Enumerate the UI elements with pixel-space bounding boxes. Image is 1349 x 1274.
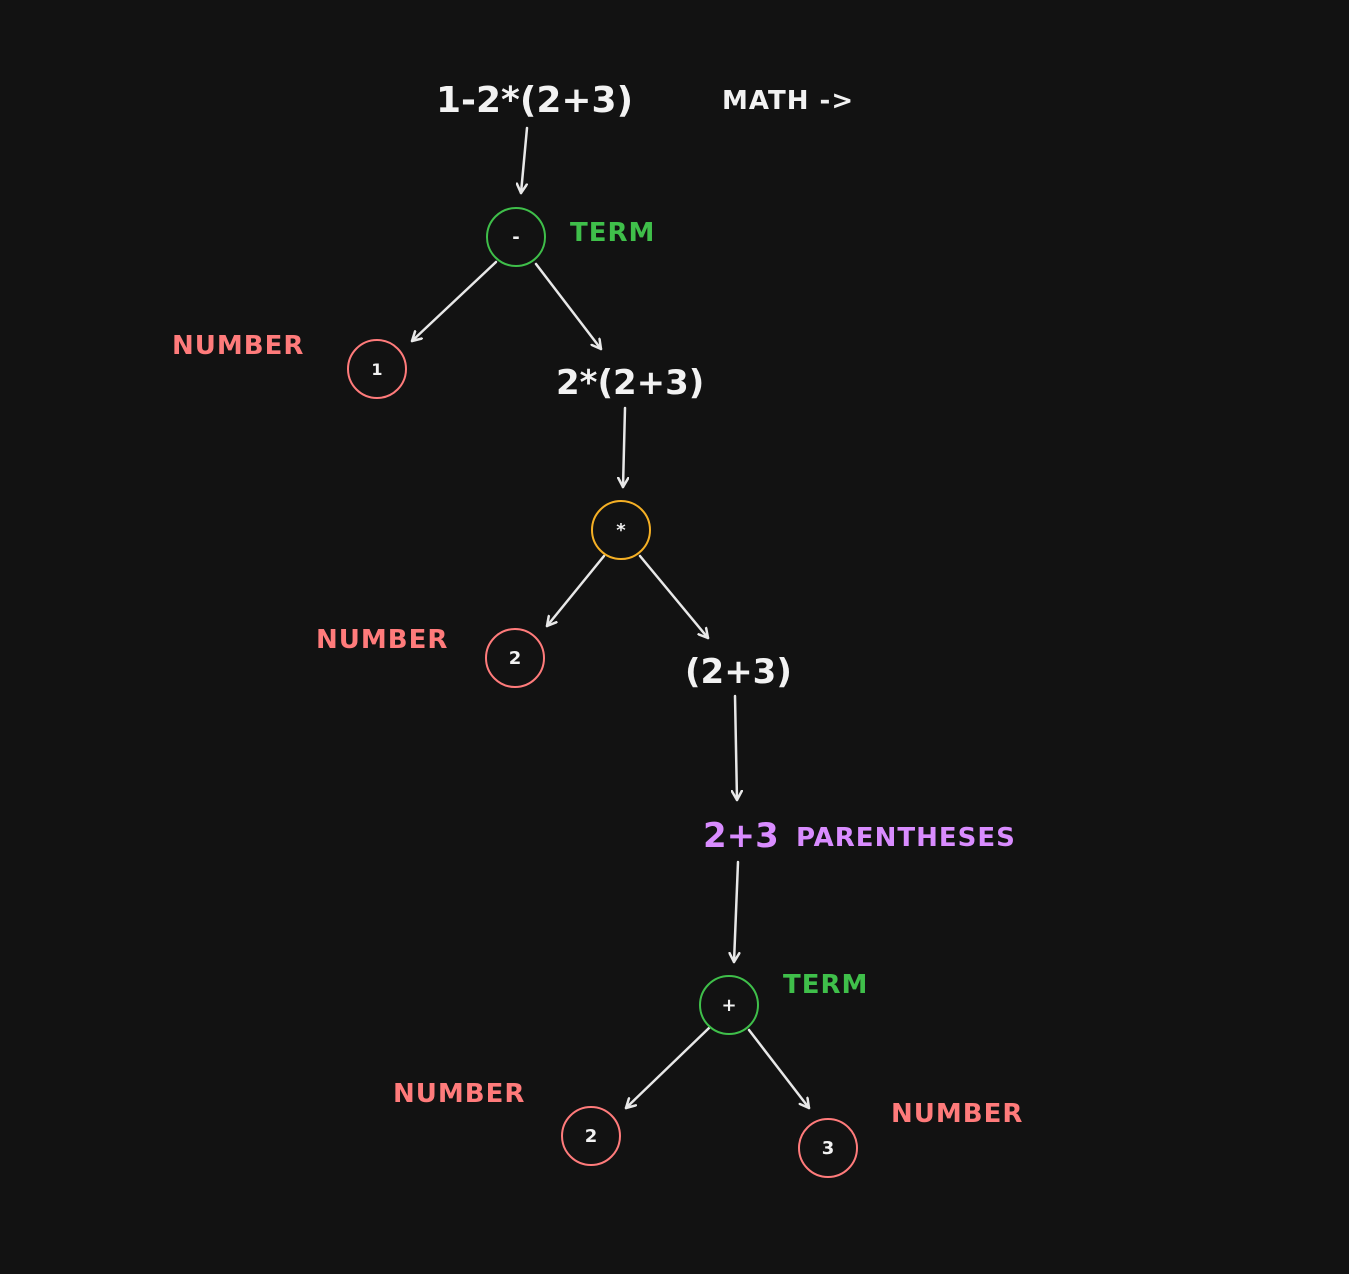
arrow-minus-to-mulexpr (534, 262, 603, 351)
number-node-3: 3 (798, 1118, 858, 1178)
arrow-minus-to-1 (410, 260, 498, 343)
parentheses-label: PARENTHESES (796, 823, 1016, 853)
number-node-1: 1 (347, 339, 407, 399)
arrow-star-to-2 (545, 554, 606, 628)
arrow-star-to-paren (638, 554, 710, 640)
number-label-3: NUMBER (393, 1079, 526, 1109)
arrow-plus-to-2 (624, 1026, 711, 1110)
term-label-1: TERM (570, 218, 656, 248)
arrow-plus-to-3 (747, 1028, 811, 1110)
math-label: MATH -> (722, 86, 855, 116)
number-label-1: NUMBER (172, 331, 305, 361)
arrow-expr-to-minus (521, 126, 529, 195)
plus-node: + (699, 975, 759, 1035)
minus-node: - (486, 207, 546, 267)
inner-expression: 2+3 (703, 816, 779, 856)
star-node: * (591, 500, 651, 560)
number-node-2: 2 (485, 628, 545, 688)
term-label-2: TERM (783, 970, 869, 1000)
root-expression: 1-2*(2+3) (436, 80, 634, 121)
mul-expression: 2*(2+3) (556, 363, 705, 403)
number-label-4: NUMBER (891, 1099, 1024, 1129)
arrow-mulexpr-to-star (623, 406, 625, 489)
paren-expression: (2+3) (685, 652, 792, 692)
number-node-2b: 2 (561, 1106, 621, 1166)
arrow-inner-to-plus (734, 860, 738, 964)
number-label-2: NUMBER (316, 625, 449, 655)
arrow-paren-to-inner (735, 694, 737, 802)
